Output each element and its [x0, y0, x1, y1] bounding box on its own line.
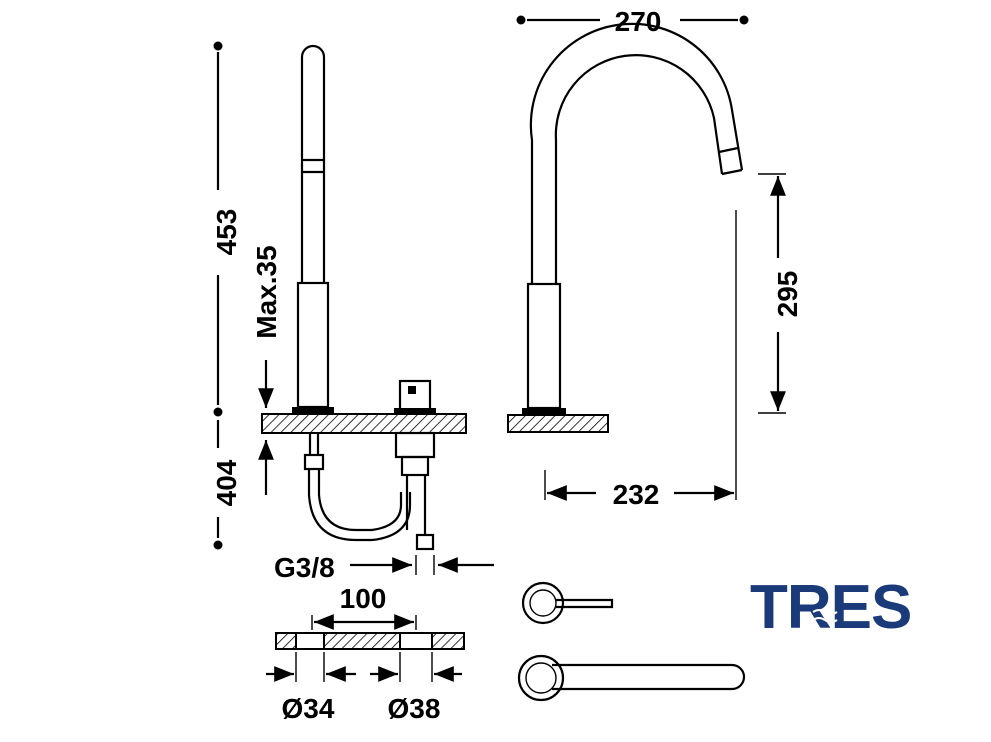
dim-404: 404 — [211, 459, 242, 506]
dim-max35: Max.35 — [251, 245, 282, 338]
dimension-connection: G3/8 — [274, 552, 494, 583]
dimension-total-height: 453 — [211, 41, 242, 417]
tres-logo: TRES — [750, 573, 912, 642]
mixer-knob-side — [394, 379, 436, 414]
gooseneck-spout — [522, 22, 744, 415]
deck-left — [261, 413, 467, 434]
hole-spacing-detail: 100 Ø34 Ø38 — [266, 583, 465, 724]
dim-453: 453 — [211, 209, 242, 256]
dim-o34: Ø34 — [282, 693, 335, 724]
dimension-spout-reach: 232 — [544, 210, 737, 510]
faucet-side-profile — [292, 44, 334, 414]
dimension-reach-top: 270 — [516, 6, 749, 37]
deck-right — [507, 414, 609, 433]
brand-logo-text: TRES — [750, 573, 911, 642]
handle-top-view-large — [517, 654, 746, 702]
underdeck-assembly — [303, 431, 436, 551]
handle-top-view-small — [521, 581, 614, 625]
dim-295: 295 — [772, 271, 803, 318]
front-view: 270 295 232 — [507, 6, 803, 702]
side-view: 453 404 Max.35 — [211, 41, 494, 583]
dim-g38: G3/8 — [274, 552, 335, 583]
dim-100: 100 — [340, 583, 387, 614]
dimension-spout-height: 295 — [758, 173, 803, 414]
dim-o38: Ø38 — [388, 693, 441, 724]
dim-270: 270 — [615, 6, 662, 37]
dimension-below-deck: 404 — [211, 420, 242, 550]
dimension-max-deck: Max.35 — [251, 245, 282, 495]
dim-232: 232 — [613, 479, 660, 510]
